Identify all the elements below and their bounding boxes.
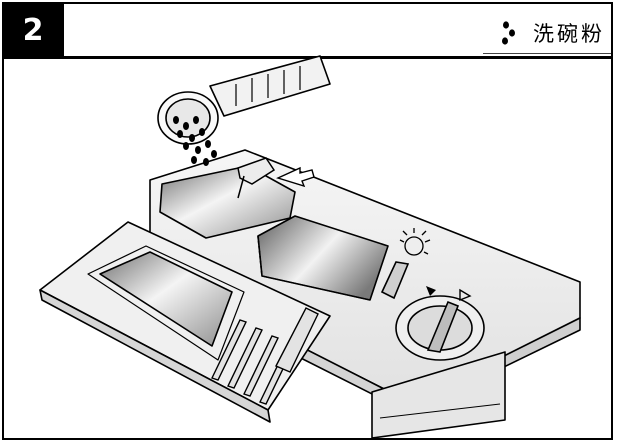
rinse-aid-window	[380, 261, 410, 300]
detergent-granules	[173, 116, 217, 166]
measuring-scoop	[157, 55, 331, 145]
level-marker-right-icon	[459, 288, 472, 302]
detergent-legend: 洗碗粉	[499, 18, 605, 48]
latch-slider	[237, 157, 276, 199]
detergent-granules-icon	[502, 21, 515, 45]
dispenser-lid	[39, 221, 331, 423]
step-number-badge: 2	[2, 2, 64, 58]
level-marker-left-icon	[426, 286, 436, 296]
detergent-legend-label: 洗碗粉	[533, 22, 605, 46]
rinse-aid-dial	[395, 295, 485, 361]
legend-underline	[483, 53, 611, 54]
lid-ribs	[211, 307, 319, 405]
header-divider	[2, 56, 613, 59]
slide-arrow-icon	[276, 166, 315, 188]
detergent-cup	[159, 165, 389, 301]
sun-indicator-icon	[399, 228, 431, 256]
